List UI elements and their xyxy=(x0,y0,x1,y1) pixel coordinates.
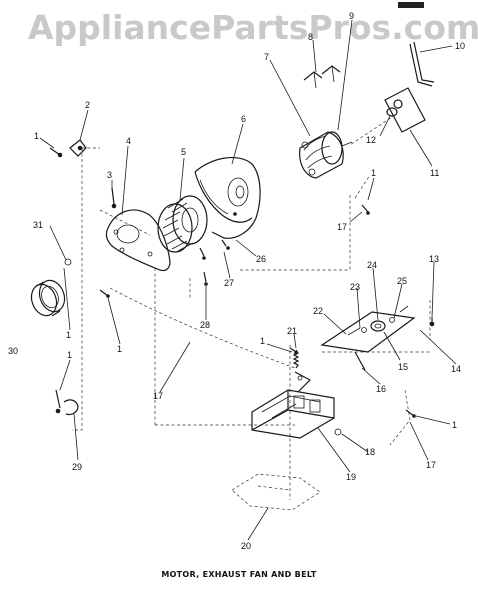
motor-pulley-bracket xyxy=(384,87,426,133)
callout-9: 9 xyxy=(349,11,354,21)
callout-1: 1 xyxy=(260,336,265,346)
idler-assembly xyxy=(320,305,416,371)
callout-12: 12 xyxy=(366,135,376,145)
callout-14: 14 xyxy=(451,364,461,374)
callout-8: 8 xyxy=(308,32,313,42)
callout-17: 17 xyxy=(153,391,163,401)
callout-27: 27 xyxy=(224,278,234,288)
blower-housing-rear xyxy=(194,157,261,239)
callout-22: 22 xyxy=(313,306,323,316)
callout-1: 1 xyxy=(66,330,71,340)
callout-1: 1 xyxy=(117,344,122,354)
callout-6: 6 xyxy=(241,114,246,124)
callout-7: 7 xyxy=(264,52,269,62)
callout-18: 18 xyxy=(365,447,375,457)
callout-1: 1 xyxy=(452,420,457,430)
motor-pulley xyxy=(386,107,398,117)
callout-19: 19 xyxy=(346,472,356,482)
callout-25: 25 xyxy=(397,276,407,286)
callout-21: 21 xyxy=(287,326,297,336)
callout-24: 24 xyxy=(367,260,377,270)
callout-28: 28 xyxy=(200,320,210,330)
top-edge-mark xyxy=(398,2,424,8)
callout-2: 2 xyxy=(85,100,90,110)
belt-rod xyxy=(409,41,435,87)
callout-4: 4 xyxy=(126,136,131,146)
callout-3: 3 xyxy=(107,170,112,180)
blower-housing-plate xyxy=(105,209,171,272)
motor-mount-clips xyxy=(303,65,341,89)
leader-lines xyxy=(39,19,457,541)
callout-15: 15 xyxy=(398,362,408,372)
callout-20: 20 xyxy=(241,541,251,551)
callout-29: 29 xyxy=(72,462,82,472)
callout-1: 1 xyxy=(34,131,39,141)
blower-wheel xyxy=(157,195,208,253)
callout-1: 1 xyxy=(67,350,72,360)
callout-17: 17 xyxy=(337,222,347,232)
drive-motor xyxy=(299,131,353,179)
callout-5: 5 xyxy=(181,147,186,157)
idler-spring xyxy=(292,349,300,369)
callout-labels: 1 2 3 4 5 6 7 8 9 10 11 12 1 17 31 26 27… xyxy=(8,11,465,551)
callout-31: 31 xyxy=(33,220,43,230)
diagram-caption: MOTOR, EXHAUST FAN AND BELT xyxy=(161,570,317,579)
callout-13: 13 xyxy=(429,254,439,264)
motor-base-frame xyxy=(251,371,335,439)
callout-16: 16 xyxy=(376,384,386,394)
watermark-text: AppliancePartsPros.com xyxy=(28,8,478,47)
callout-23: 23 xyxy=(350,282,360,292)
base-mount-plate xyxy=(231,473,321,511)
callout-10: 10 xyxy=(455,41,465,51)
callout-11: 11 xyxy=(430,168,439,178)
callout-30: 30 xyxy=(8,346,18,356)
callout-26: 26 xyxy=(256,254,266,264)
callout-17: 17 xyxy=(426,460,436,470)
exhaust-duct-ring xyxy=(30,279,66,317)
callout-1: 1 xyxy=(371,168,376,178)
